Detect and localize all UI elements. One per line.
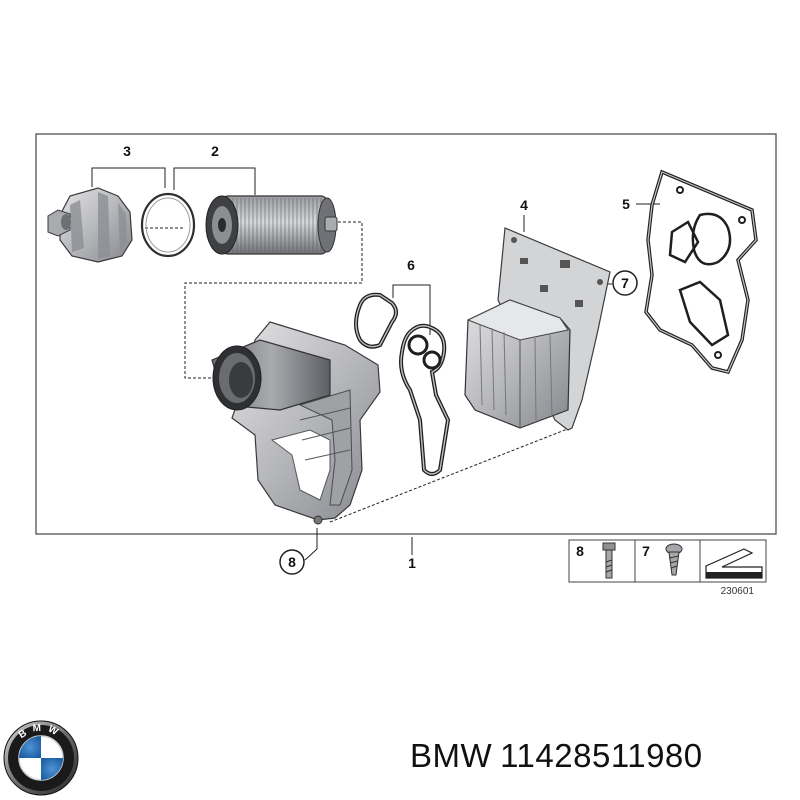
part-oil-filter-housing	[211, 321, 381, 525]
part-o-ring	[140, 192, 196, 258]
part-filter-element	[205, 195, 338, 255]
callout-7: 7	[621, 275, 629, 291]
callout-1: 1	[408, 555, 416, 571]
view-direction-arrow-icon	[705, 548, 763, 579]
bolt-icon	[602, 542, 616, 579]
callout-8: 8	[288, 554, 296, 570]
part-oil-filter-cap	[47, 187, 133, 263]
callout-4: 4	[520, 197, 528, 213]
legend-bolt-number: 8	[576, 543, 584, 559]
legend-screw-number: 7	[642, 543, 650, 559]
leader-lines	[91, 167, 660, 561]
callout-8-circle: 8	[279, 549, 305, 575]
part-cooler-gasket	[644, 169, 758, 375]
callout-5: 5	[622, 196, 630, 212]
callout-6: 6	[407, 257, 415, 273]
diagram-code: 230601	[721, 586, 755, 597]
caption-brand: BMW	[410, 737, 493, 774]
part-oil-cooler	[464, 227, 611, 431]
callout-3: 3	[123, 143, 131, 159]
diagram-frame	[35, 133, 777, 535]
caption-part-number: 11428511980	[500, 737, 703, 774]
screw-icon	[665, 543, 683, 576]
part-gaskets	[354, 292, 451, 476]
callout-7-circle: 7	[612, 270, 638, 296]
bmw-logo-icon: BMW	[3, 720, 79, 796]
callout-2: 2	[211, 143, 219, 159]
fastener-legend: 8 7 230601	[568, 539, 767, 597]
